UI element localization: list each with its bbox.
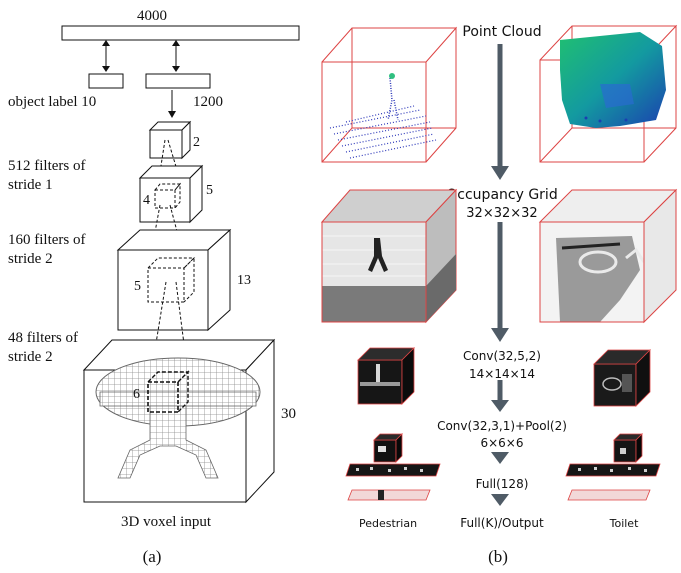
stage-occupancy-size: 32×32×32 xyxy=(466,206,537,221)
cube-5-inner: 4 xyxy=(143,193,150,208)
toilet-point-cloud xyxy=(539,24,678,163)
toilet-conv1 xyxy=(593,349,651,407)
toilet-full128 xyxy=(565,463,661,477)
cube-13 xyxy=(116,228,232,332)
pedestrian-occupancy-grid xyxy=(320,188,458,324)
toilet-conv2 xyxy=(613,433,643,463)
label-box xyxy=(88,73,124,89)
toilet-output xyxy=(567,489,651,501)
double-arrow-left xyxy=(102,40,110,72)
top-fc-layer xyxy=(61,25,300,41)
pedestrian-conv2 xyxy=(373,433,403,463)
pedestrian-conv1 xyxy=(357,347,415,405)
cube-5 xyxy=(138,164,204,224)
stage-conv1-size: 14×14×14 xyxy=(469,367,535,381)
pedestrian-full128 xyxy=(345,463,441,477)
voxel-inner: 6 xyxy=(133,387,140,402)
stage-conv2: Conv(32,3,1)+Pool(2) xyxy=(437,419,567,433)
caption-a: (a) xyxy=(143,547,162,566)
layer3-text-2: stride 2 xyxy=(8,349,53,365)
object-label-text: object label 10 xyxy=(8,94,96,110)
panel-b: Point Cloud Occupancy Grid 32×32×32 Conv… xyxy=(320,24,678,566)
layer1-text-1: 512 filters of xyxy=(8,158,85,174)
pedestrian-label: Pedestrian xyxy=(359,517,417,530)
cube-2-size: 2 xyxy=(193,135,200,150)
layer3-text-1: 48 filters of xyxy=(8,330,78,346)
layer2-text-2: stride 2 xyxy=(8,251,53,267)
cube-13-size: 13 xyxy=(237,273,251,288)
stage-output: Full(K)/Output xyxy=(460,516,544,530)
double-arrow-right xyxy=(172,40,180,72)
panel-a: 4000 object label 10 1200 2 xyxy=(8,8,300,566)
voxel-input-cube xyxy=(82,338,276,504)
input-label: 3D voxel input xyxy=(121,514,212,530)
toilet-occupancy-grid xyxy=(538,188,678,324)
flow-arrows xyxy=(491,44,509,506)
voxel-table-legs xyxy=(117,405,219,479)
cube-5-size: 5 xyxy=(206,183,213,198)
pedestrian-output xyxy=(347,489,431,501)
toilet-label: Toilet xyxy=(609,517,639,530)
caption-b: (b) xyxy=(488,547,508,566)
cube-2 xyxy=(148,120,192,160)
stage-full128: Full(128) xyxy=(476,477,529,491)
cube-13-inner: 5 xyxy=(134,279,141,294)
voxel-size: 30 xyxy=(281,406,296,422)
top-layer-value: 4000 xyxy=(137,8,167,24)
stage-conv2-size: 6×6×6 xyxy=(480,436,523,450)
fc-1200-box xyxy=(145,73,211,89)
fc-1200-value: 1200 xyxy=(193,94,223,110)
pedestrian-point-cloud xyxy=(321,26,458,163)
layer2-text-1: 160 filters of xyxy=(8,232,85,248)
stage-conv1: Conv(32,5,2) xyxy=(463,349,541,363)
stage-occupancy-grid: Occupancy Grid xyxy=(446,187,557,203)
layer1-text-2: stride 1 xyxy=(8,177,53,193)
stage-point-cloud: Point Cloud xyxy=(462,24,541,40)
